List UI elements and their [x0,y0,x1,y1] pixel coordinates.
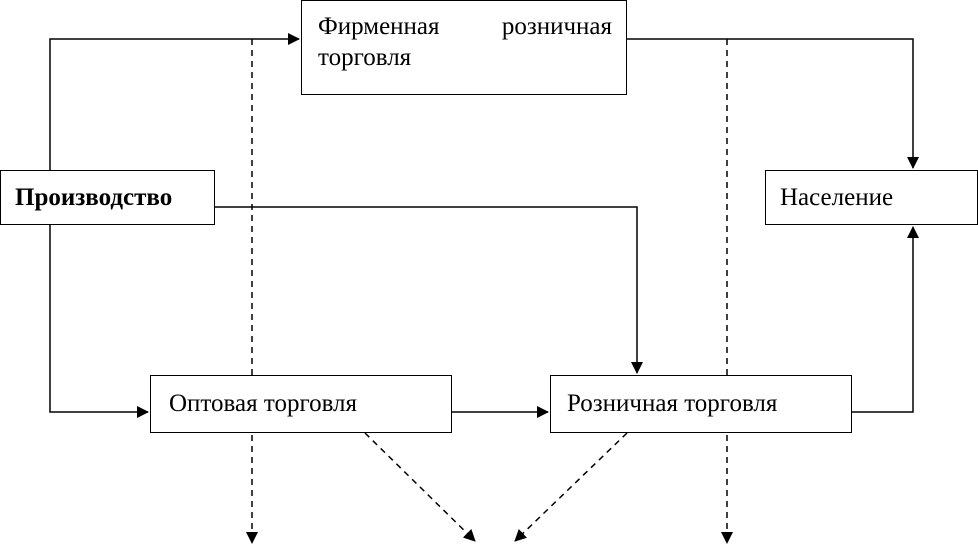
edge-brand-retail-to-population [627,38,919,169]
edge-production-to-wholesale [49,225,149,418]
node-population: Население [765,170,978,225]
node-production: Производство [0,170,215,225]
node-population-label: Население [780,183,894,211]
node-wholesale: Оптовая торговля [150,375,452,433]
node-retail-label: Розничная торговля [567,390,778,418]
node-production-label: Производство [15,183,173,211]
node-wholesale-label: Оптовая торговля [169,390,358,418]
node-retail: Розничная торговля [550,375,852,433]
edge-production-to-brand-retail [49,33,300,170]
edge-retail-to-population [852,226,919,413]
node-brand-retail-label: Фирменная розничная торговля [318,13,612,72]
dashed-retail-outflow [514,432,628,542]
node-brand-retail: Фирменная розничная торговля [301,0,627,95]
dashed-wholesale-outflow [364,432,476,542]
edge-production-to-retail [215,206,643,374]
